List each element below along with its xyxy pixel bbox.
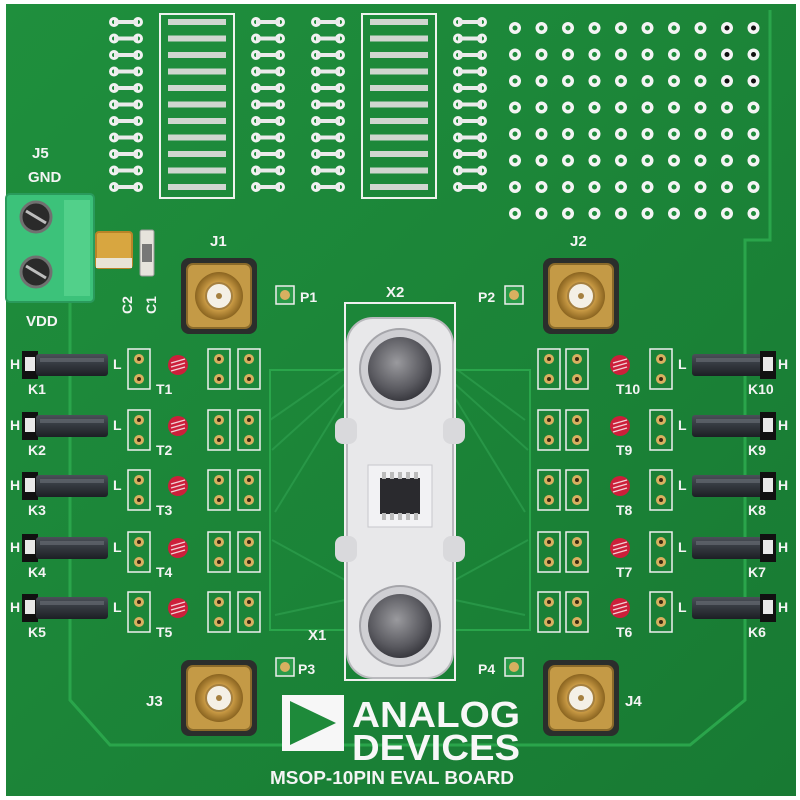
- clamp-knob-icon[interactable]: [368, 337, 432, 401]
- clamp-knob-icon[interactable]: [368, 594, 432, 658]
- j5-label: J5: [32, 145, 49, 162]
- p4-label: P4: [478, 661, 495, 677]
- jumper-row-k7[interactable]: T7 L H K7: [537, 531, 788, 580]
- analog-devices-logo: ANALOG DEVICES: [282, 694, 520, 768]
- jumper-h-label: H: [778, 599, 788, 615]
- j2-label: J2: [570, 233, 587, 250]
- probe-pad-p2[interactable]: [504, 285, 524, 305]
- sma-connector-j4[interactable]: [543, 660, 619, 736]
- jumper-h-label: H: [10, 539, 20, 555]
- jumper-row-k2[interactable]: H L K2 T2: [10, 409, 261, 458]
- p3-label: P3: [298, 661, 315, 677]
- test-point-label: T9: [616, 442, 633, 458]
- jumper-shunt-icon[interactable]: [36, 354, 108, 376]
- msop-test-socket[interactable]: [335, 302, 465, 681]
- capacitor-c2: [95, 231, 133, 269]
- jumper-row-k6[interactable]: T6 L H K6: [537, 591, 788, 640]
- j1-label: J1: [210, 233, 227, 250]
- c1-label: C1: [143, 296, 159, 314]
- test-point-label: T1: [156, 381, 173, 397]
- jumper-k-label: K7: [748, 564, 766, 580]
- probe-pad-p1[interactable]: [275, 285, 295, 305]
- jumper-l-label: L: [113, 477, 122, 493]
- jumper-l-label: L: [113, 356, 122, 372]
- jumper-k-label: K2: [28, 442, 46, 458]
- jumper-l-label: L: [113, 417, 122, 433]
- jumper-l-label: L: [678, 539, 687, 555]
- probe-pad-p4[interactable]: [504, 657, 524, 677]
- jumper-l-label: L: [678, 356, 687, 372]
- jumper-shunt-icon[interactable]: [692, 537, 764, 559]
- jumper-shunt-icon[interactable]: [36, 597, 108, 619]
- jumper-k-label: K3: [28, 502, 46, 518]
- jumper-k-label: K6: [748, 624, 766, 640]
- test-point-label: T8: [616, 502, 633, 518]
- jumper-l-label: L: [678, 417, 687, 433]
- sma-connector-j2[interactable]: [543, 258, 619, 334]
- p1-label: P1: [300, 289, 317, 305]
- j3-label: J3: [146, 693, 163, 710]
- vdd-label: VDD: [26, 313, 58, 330]
- jumper-k-label: K4: [28, 564, 46, 580]
- test-point-label: T2: [156, 442, 173, 458]
- jumper-l-label: L: [678, 599, 687, 615]
- sma-connectors: [181, 258, 619, 736]
- test-point-label: T10: [616, 381, 640, 397]
- jumper-k-label: K9: [748, 442, 766, 458]
- jumper-row-k9[interactable]: T9 L H K9: [537, 409, 788, 458]
- test-point-label: T3: [156, 502, 173, 518]
- prototype-area: [109, 13, 760, 220]
- test-point-label: T7: [616, 564, 633, 580]
- jumper-shunt-icon[interactable]: [692, 597, 764, 619]
- jumper-row-k5[interactable]: H L K5 T5: [10, 591, 261, 640]
- j4-label: J4: [625, 693, 642, 710]
- jumper-h-label: H: [10, 356, 20, 372]
- jumper-shunt-icon[interactable]: [692, 415, 764, 437]
- jumper-h-label: H: [778, 539, 788, 555]
- jumper-l-label: L: [113, 539, 122, 555]
- test-point-label: T5: [156, 624, 173, 640]
- jumper-l-label: L: [113, 599, 122, 615]
- jumper-h-label: H: [778, 417, 788, 433]
- jumper-h-label: H: [10, 417, 20, 433]
- jumper-shunt-icon[interactable]: [692, 475, 764, 497]
- jumper-row-k3[interactable]: H L K3 T3: [10, 469, 261, 518]
- test-point-label: T4: [156, 564, 173, 580]
- x1-label: X1: [308, 627, 326, 644]
- jumper-row-k8[interactable]: T8 L H K8: [537, 469, 788, 518]
- jumper-row-k1[interactable]: H L K1 T1: [10, 348, 261, 397]
- jumper-shunt-icon[interactable]: [36, 475, 108, 497]
- jumper-h-label: H: [10, 477, 20, 493]
- sma-connector-j3[interactable]: [181, 660, 257, 736]
- board-title: MSOP-10PIN EVAL BOARD: [270, 768, 514, 788]
- c2-label: C2: [119, 296, 135, 314]
- svg-text:DEVICES: DEVICES: [352, 727, 520, 768]
- gnd-label: GND: [28, 169, 62, 186]
- capacitor-c1: [139, 229, 155, 277]
- p2-label: P2: [478, 289, 495, 305]
- terminal-block-j5[interactable]: [5, 193, 95, 303]
- jumper-k-label: K8: [748, 502, 766, 518]
- jumper-k-label: K5: [28, 624, 46, 640]
- sma-connector-j1[interactable]: [181, 258, 257, 334]
- jumper-row-k4[interactable]: H L K4 T4: [10, 531, 261, 580]
- probe-pad-p3[interactable]: [275, 657, 295, 677]
- test-point-label: T6: [616, 624, 633, 640]
- jumper-h-label: H: [778, 477, 788, 493]
- x2-label: X2: [386, 284, 404, 301]
- jumper-h-label: H: [778, 356, 788, 372]
- jumper-k-label: K1: [28, 381, 46, 397]
- jumper-k-label: K10: [748, 381, 774, 397]
- jumper-l-label: L: [678, 477, 687, 493]
- svg-text:ANALOG: ANALOG: [352, 694, 520, 735]
- jumper-shunt-icon[interactable]: [36, 415, 108, 437]
- jumper-h-label: H: [10, 599, 20, 615]
- jumper-shunt-icon[interactable]: [692, 354, 764, 376]
- ic-chip-icon: [380, 478, 420, 514]
- jumper-shunt-icon[interactable]: [36, 537, 108, 559]
